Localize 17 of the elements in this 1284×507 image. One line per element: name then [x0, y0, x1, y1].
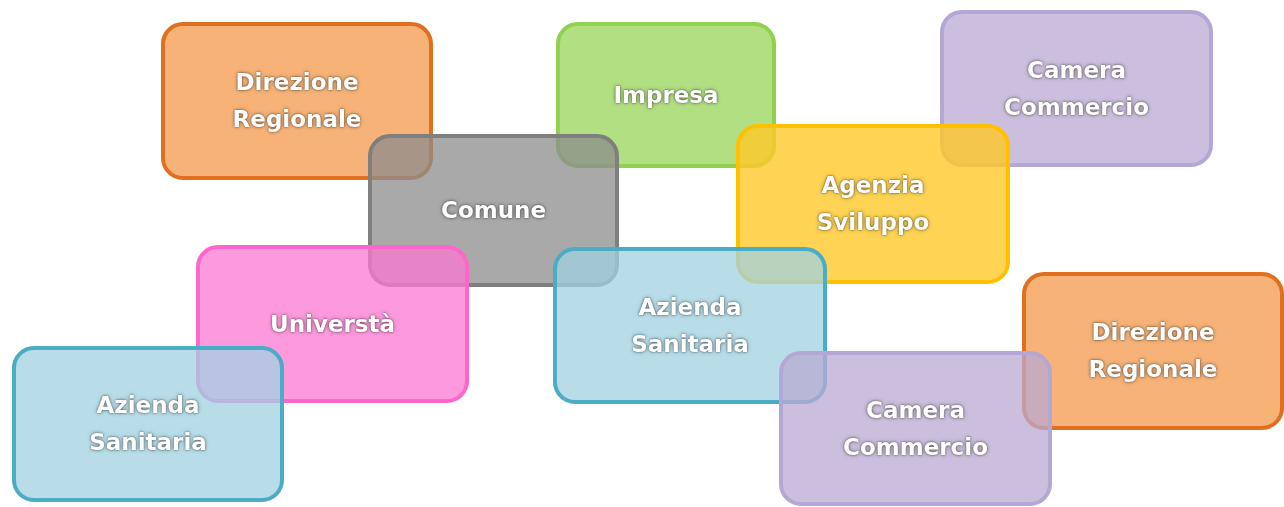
- rounded-rectangle: [779, 351, 1052, 506]
- rounded-rectangle: [736, 124, 1010, 284]
- node-label: Camera Commercio: [842, 395, 989, 462]
- rounded-rectangle: [161, 22, 433, 180]
- node-label: Universtà: [269, 309, 396, 339]
- node-label: Comune: [441, 196, 546, 225]
- node-label: Direzione Regionale: [1087, 318, 1219, 384]
- rounded-rectangle: [12, 346, 284, 502]
- node-label: Camera Commercio: [1003, 55, 1150, 122]
- node-label: Azienda Sanitaria: [630, 292, 750, 359]
- rounded-rectangle: [1022, 272, 1284, 430]
- node-label: Impresa: [613, 80, 719, 110]
- node-label: Agenzia Sviluppo: [815, 171, 931, 237]
- node-label: Azienda Sanitaria: [88, 391, 208, 457]
- rounded-rectangle: [553, 247, 827, 404]
- rounded-rectangle: [940, 10, 1213, 167]
- node-label: Direzione Regionale: [231, 68, 363, 134]
